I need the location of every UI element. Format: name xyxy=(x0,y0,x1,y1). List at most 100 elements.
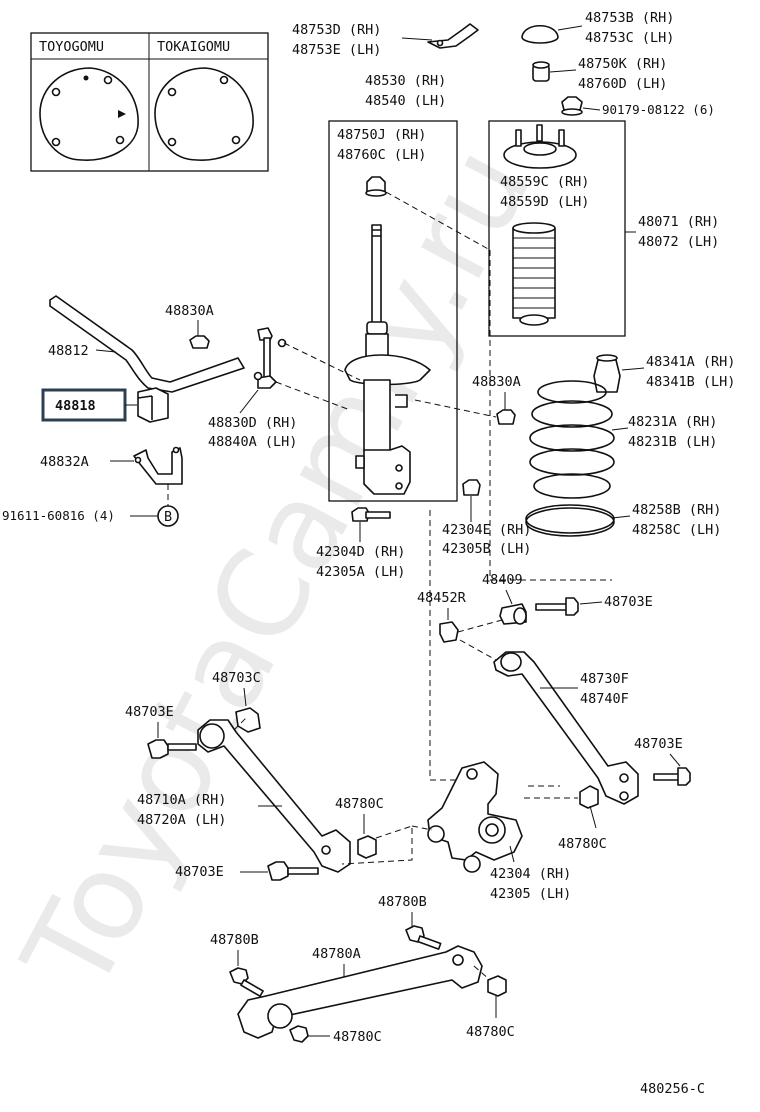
dust-boot-icon xyxy=(512,222,556,326)
label-48559D: 48559D (LH) xyxy=(500,194,589,210)
label-48072: 48072 (LH) xyxy=(638,234,719,250)
label-48840A: 48840A (LH) xyxy=(208,434,297,450)
label-48780B-b: 48780B xyxy=(210,932,259,948)
label-42305: 42305 (LH) xyxy=(490,886,571,902)
label-48720A: 48720A (LH) xyxy=(137,812,226,828)
label-48703E-d: 48703E xyxy=(175,864,224,880)
label-48740F: 48740F xyxy=(580,691,629,707)
dust-cap-icon xyxy=(521,24,559,44)
label-48753B: 48753B (RH) xyxy=(585,10,674,26)
label-48780A: 48780A xyxy=(312,946,361,962)
strut-bolt-icon xyxy=(351,507,391,522)
bolt-48780B-a-icon xyxy=(405,925,442,950)
label-48409: 48409 xyxy=(482,572,523,588)
label-48780C-a: 48780C xyxy=(335,796,384,812)
bushing-cylinder-icon xyxy=(532,61,550,82)
label-48760C: 48760C (LH) xyxy=(337,147,426,163)
coil-spring-icon xyxy=(529,380,615,499)
label-48832A: 48832A xyxy=(40,454,89,470)
tokaigomu-plate-icon xyxy=(154,67,254,161)
label-48753D: 48753D (RH) xyxy=(292,22,381,38)
label-48341A: 48341A (RH) xyxy=(646,354,735,370)
label-48530: 48530 (RH) xyxy=(365,73,446,89)
label-42304: 42304 (RH) xyxy=(490,866,571,882)
circle-b-label: B xyxy=(164,509,172,525)
bump-stopper-icon xyxy=(593,354,621,393)
upper-mount-bracket-icon xyxy=(427,23,479,49)
bushing-sleeve-icon xyxy=(499,603,527,625)
label-48812: 48812 xyxy=(48,343,89,359)
watermark: ToyotaCamry.ru xyxy=(0,125,558,1014)
label-48780B-a: 48780B xyxy=(378,894,427,910)
stabilizer-link-icon xyxy=(253,327,287,389)
inset-title-toyogomu: TOYOGOMU xyxy=(39,39,104,55)
bolt-48703E-b-icon xyxy=(653,767,691,786)
label-48231B: 48231B (LH) xyxy=(628,434,717,450)
label-48818: 48818 xyxy=(55,398,96,414)
label-48071: 48071 (RH) xyxy=(638,214,719,230)
label-48780C-b: 48780C xyxy=(558,836,607,852)
nut-48780C-bottom-right-icon xyxy=(487,975,507,997)
label-48258C: 48258C (LH) xyxy=(632,522,721,538)
label-48750K: 48750K (RH) xyxy=(578,56,667,72)
circle-b-marker-icon xyxy=(157,505,179,527)
link-lower-nut-icon xyxy=(496,409,516,425)
bushing-manufacturer-inset: TOYOGOMU TOKAIGOMU xyxy=(30,32,269,172)
bushing-bracket-icon xyxy=(133,446,183,485)
strut-bolt-nut-icon xyxy=(462,479,481,496)
label-42305A: 42305A (LH) xyxy=(316,564,405,580)
label-91611: 91611-60816 (4) xyxy=(2,508,115,523)
bolt-48703E-d-icon xyxy=(267,861,319,881)
toyogomu-plate-icon xyxy=(39,67,139,161)
label-48730F: 48730F xyxy=(580,671,629,687)
flange-nut-icon xyxy=(561,96,583,116)
label-48703E-b: 48703E xyxy=(634,736,683,752)
label-48753C: 48753C (LH) xyxy=(585,30,674,46)
nut-48780C-left-icon xyxy=(357,835,377,859)
label-48540: 48540 (LH) xyxy=(365,93,446,109)
label-90179: 90179-08122 (6) xyxy=(602,102,715,117)
label-42305B: 42305B (LH) xyxy=(442,541,531,557)
label-48830D: 48830D (RH) xyxy=(208,415,297,431)
lateral-link-front-icon xyxy=(197,719,351,873)
label-42304E: 42304E (RH) xyxy=(442,522,531,538)
label-48710A: 48710A (RH) xyxy=(137,792,226,808)
figure-code: 480256-C xyxy=(640,1081,705,1097)
nut-48780C-right-icon xyxy=(579,785,599,809)
label-48703E-c: 48703E xyxy=(125,704,174,720)
bolt-48780B-b-icon xyxy=(229,967,264,997)
lateral-link-rear-icon xyxy=(493,651,639,805)
trailing-arm-icon xyxy=(237,945,483,1039)
label-48341B: 48341B (LH) xyxy=(646,374,735,390)
label-48703C: 48703C xyxy=(212,670,261,686)
washer-48452R-icon xyxy=(439,621,459,643)
label-48452R: 48452R xyxy=(417,590,467,606)
label-48830A-mid: 48830A xyxy=(472,374,521,390)
shock-absorber-icon xyxy=(344,224,431,495)
nut-48780C-bottom-left-icon xyxy=(289,1025,309,1043)
mount-boot-box xyxy=(488,120,626,337)
label-48830A-top: 48830A xyxy=(165,303,214,319)
link-nut-icon xyxy=(189,335,210,349)
strut-mount-icon xyxy=(503,124,577,169)
label-48231A: 48231A (RH) xyxy=(628,414,717,430)
label-48750J: 48750J (RH) xyxy=(337,127,426,143)
bolt-48703E-a-icon xyxy=(535,597,579,616)
label-48753E: 48753E (LH) xyxy=(292,42,381,58)
bolt-48703E-c-icon xyxy=(147,739,197,759)
label-42304D: 42304D (RH) xyxy=(316,544,405,560)
spring-insulator-icon xyxy=(525,504,615,537)
label-48559C: 48559C (RH) xyxy=(500,174,589,190)
rear-knuckle-icon xyxy=(427,761,523,873)
label-48780C-d: 48780C xyxy=(466,1024,515,1040)
inset-title-tokaigomu: TOKAIGOMU xyxy=(157,39,230,55)
strut-assembly-box xyxy=(328,120,458,502)
label-48780C-c: 48780C xyxy=(333,1029,382,1045)
label-48258B: 48258B (RH) xyxy=(632,502,721,518)
label-48703E-a: 48703E xyxy=(604,594,653,610)
stabilizer-bushing-icon xyxy=(137,387,169,423)
stabilizer-bar-icon xyxy=(49,295,245,393)
label-48760D: 48760D (LH) xyxy=(578,76,667,92)
strut-nut-icon xyxy=(365,176,387,197)
